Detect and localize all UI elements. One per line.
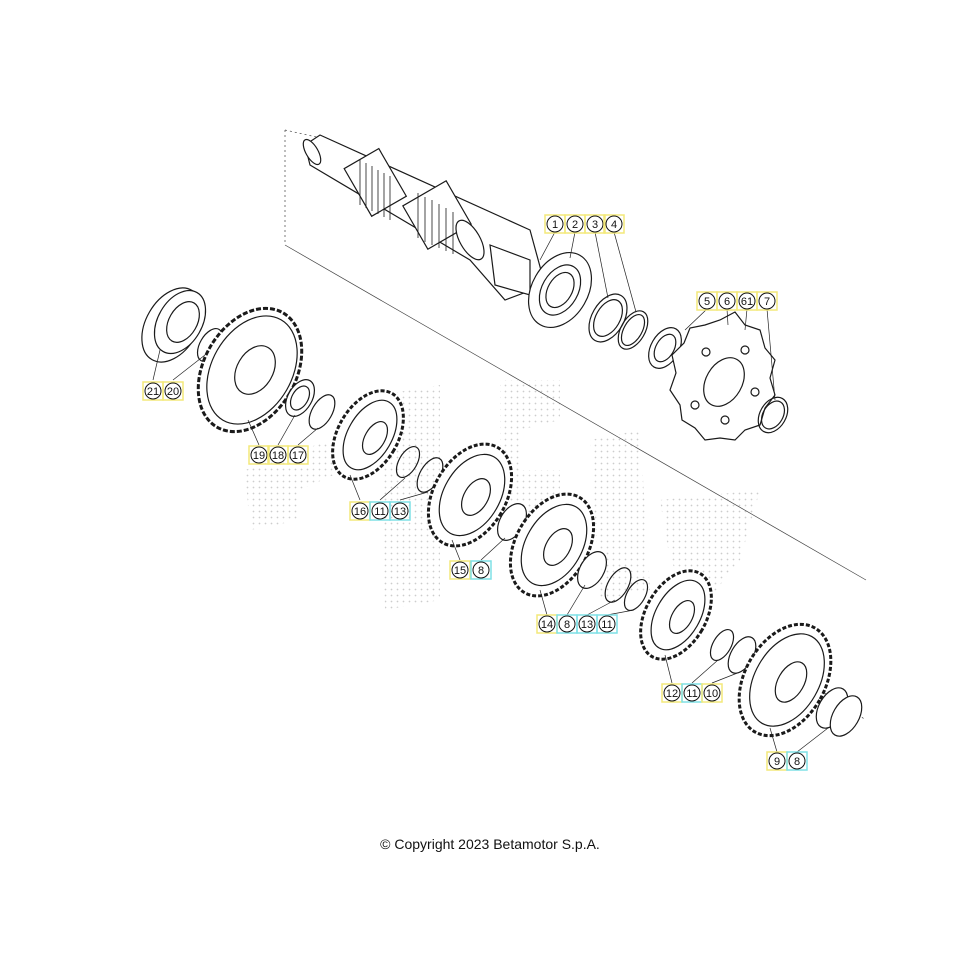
callout-label: 19 — [253, 450, 265, 462]
callout-circle — [718, 292, 736, 310]
circlip-7 — [757, 396, 789, 434]
bush-8c — [815, 687, 863, 737]
callout-circle — [598, 615, 616, 633]
callout-label: 14 — [541, 619, 553, 631]
copyright-notice: © Copyright 2023 Betamotor S.p.A. — [380, 836, 600, 852]
callout-circle — [698, 292, 716, 310]
callout-circle — [738, 292, 756, 310]
callout-circle — [351, 502, 369, 520]
callout-circle — [683, 684, 701, 702]
bush-8b — [576, 551, 608, 589]
callout-frame — [584, 214, 606, 234]
callout-label: 5 — [704, 296, 710, 308]
callout-circle — [289, 446, 307, 464]
callout-circle — [371, 502, 389, 520]
callout-label: 13 — [394, 506, 406, 518]
callout-circle — [566, 215, 584, 233]
callout-label: 15 — [454, 565, 466, 577]
callout-circle — [391, 502, 409, 520]
callout-circle — [663, 684, 681, 702]
callout-label: 10 — [706, 688, 718, 700]
gear-12 — [639, 569, 713, 661]
circlip-11a — [395, 446, 421, 478]
callout-label: 61 — [741, 296, 753, 308]
callout-circle — [546, 215, 564, 233]
callout-circle — [578, 615, 596, 633]
callout-label: 21 — [147, 386, 159, 398]
callout-label: 4 — [611, 219, 617, 231]
callout-frame — [756, 291, 778, 311]
bearing-1 — [527, 252, 593, 328]
callout-circle — [451, 561, 469, 579]
callout-label: 8 — [564, 619, 570, 631]
callout-frame — [701, 683, 723, 703]
callout-circle — [758, 292, 776, 310]
callout-circle — [788, 752, 806, 770]
gear-9 — [737, 622, 833, 738]
callout-label: 11 — [601, 619, 612, 631]
main-shaft — [302, 134, 546, 301]
callout-label: 17 — [292, 450, 304, 462]
callout-label: 11 — [374, 506, 385, 518]
callout-frame — [786, 751, 808, 771]
callout-frame — [470, 560, 492, 580]
leader-lines — [152, 231, 829, 753]
callout-frame — [603, 214, 625, 234]
callout-label: 8 — [478, 565, 484, 577]
callout-frame — [596, 614, 618, 634]
callout-circle — [250, 446, 268, 464]
callout-label: 8 — [794, 756, 800, 768]
callout-label: 7 — [764, 296, 770, 308]
bearing-18 — [284, 379, 316, 417]
callout-frame — [287, 445, 309, 465]
callout-circle — [703, 684, 721, 702]
callout-label: 6 — [724, 296, 730, 308]
circlip-11b — [623, 579, 649, 611]
callout-label: 11 — [686, 688, 697, 700]
callout-frame — [389, 501, 411, 521]
callout-frame — [449, 560, 471, 580]
callout-label: 16 — [354, 506, 366, 518]
callout-circle — [144, 382, 162, 400]
callout-circle — [768, 752, 786, 770]
callout-label: 20 — [167, 386, 179, 398]
callout-circle — [586, 215, 604, 233]
callout-label: 9 — [774, 756, 780, 768]
circlip-11c — [709, 629, 735, 661]
gear-15 — [426, 442, 514, 548]
callout-label: 18 — [272, 450, 284, 462]
callout-circle — [538, 615, 556, 633]
ring-4 — [617, 310, 649, 350]
callout-circle — [269, 446, 287, 464]
bearing-21 — [141, 287, 207, 363]
callout-circle — [472, 561, 490, 579]
callout-label: 3 — [592, 219, 598, 231]
callout-label: 1 — [552, 219, 558, 231]
gear-16 — [331, 389, 405, 481]
gear-14 — [508, 492, 596, 598]
sprocket-6 — [669, 311, 776, 441]
washer-13b — [604, 567, 632, 603]
callout-circle — [605, 215, 623, 233]
callout-frame — [248, 445, 270, 465]
washer-17 — [308, 394, 336, 430]
callout-label: 12 — [666, 688, 678, 700]
callout-label: 2 — [572, 219, 578, 231]
callout-circle — [164, 382, 182, 400]
callout-frame — [162, 381, 184, 401]
callout-label: 13 — [581, 619, 593, 631]
callout-circle — [558, 615, 576, 633]
